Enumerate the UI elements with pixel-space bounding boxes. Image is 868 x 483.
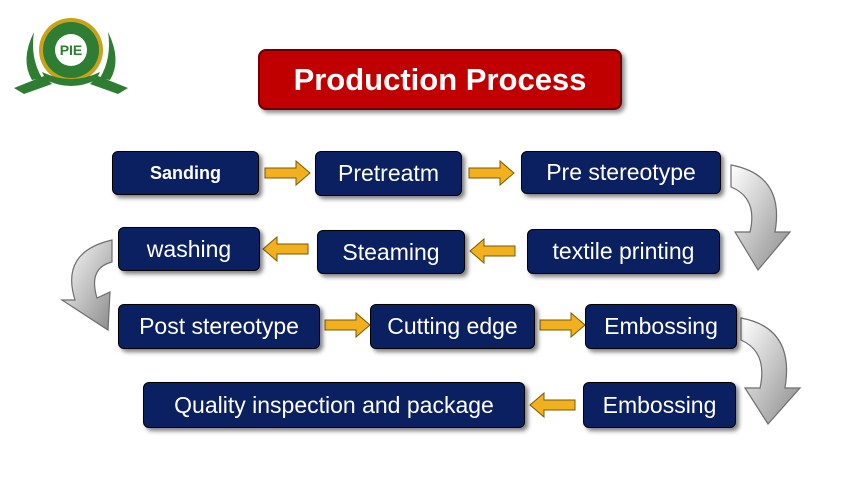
curved-arrow-icon	[59, 239, 113, 332]
curved-arrow-icon	[740, 317, 802, 425]
arrow-right-icon	[324, 311, 371, 339]
step-sanding: Sanding	[112, 151, 259, 195]
step-steaming: Steaming	[317, 230, 465, 274]
arrow-left-icon	[529, 391, 576, 419]
arrow-right-icon	[468, 159, 515, 187]
logo-text: PIE	[60, 42, 83, 58]
laurel-icon	[14, 32, 128, 94]
step-textile-printing: textile printing	[527, 229, 720, 274]
arrow-left-icon	[262, 235, 309, 263]
page-title: Production Process	[258, 49, 622, 110]
curved-arrow-icon	[730, 164, 792, 272]
arrow-right-icon	[539, 311, 586, 339]
arrow-left-icon	[469, 237, 516, 265]
step-pretreatment: Pretreatm	[315, 151, 462, 196]
step-washing: washing	[118, 227, 260, 271]
step-embossing-2: Embossing	[583, 382, 736, 428]
step-cutting-edge: Cutting edge	[370, 304, 535, 349]
step-embossing: Embossing	[585, 304, 737, 349]
step-post-stereotype: Post stereotype	[118, 304, 320, 349]
logo: PIE	[14, 18, 128, 94]
arrow-right-icon	[264, 159, 311, 187]
step-pre-stereotype: Pre stereotype	[521, 151, 721, 194]
step-quality-inspection: Quality inspection and package	[143, 382, 525, 428]
